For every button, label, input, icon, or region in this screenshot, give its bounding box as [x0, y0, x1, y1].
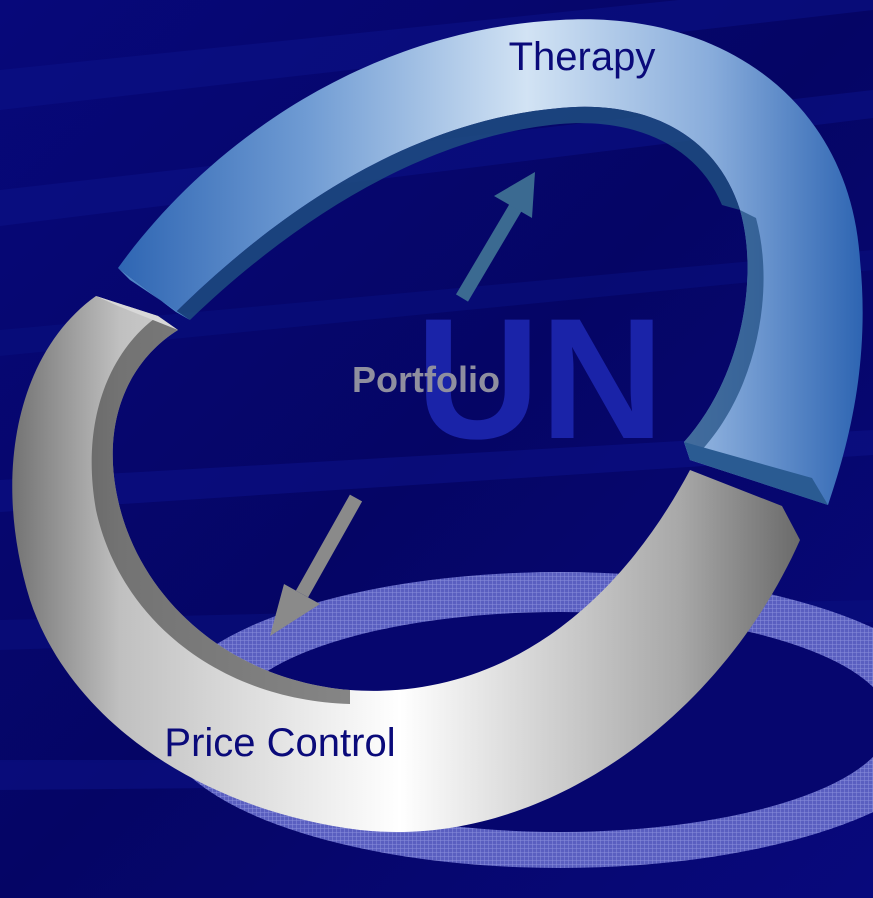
down-arrow-icon [270, 494, 363, 636]
therapy-label: Therapy [509, 35, 656, 79]
up-arrow-icon [455, 172, 535, 302]
price-control-arc [12, 296, 800, 833]
therapy-arc [118, 19, 863, 505]
portfolio-label: Portfolio [352, 359, 500, 400]
price-control-label: Price Control [164, 721, 395, 765]
watermark-text: UN [416, 283, 664, 475]
